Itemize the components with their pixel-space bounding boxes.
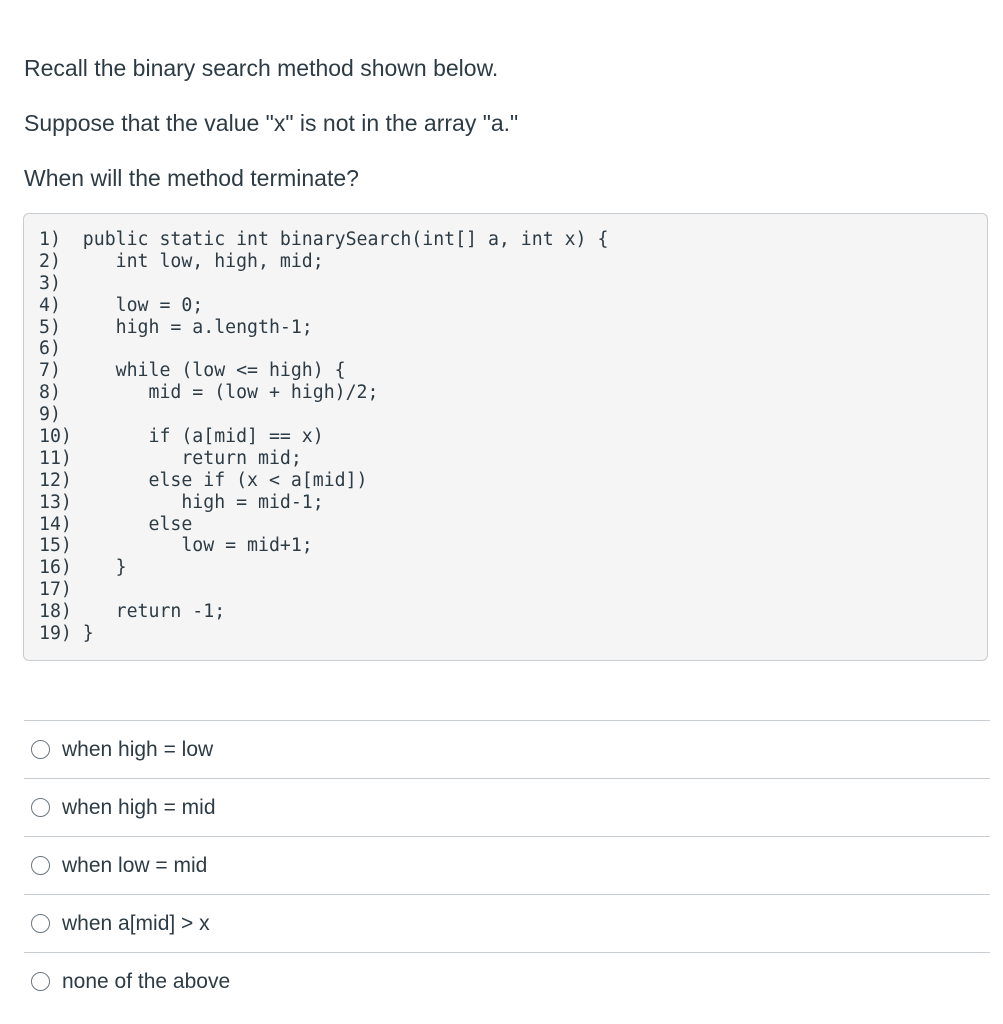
answer-label: when high = low <box>62 737 214 761</box>
code-block: 1) public static int binarySearch(int[] … <box>23 213 988 661</box>
question-line: Suppose that the value "x" is not in the… <box>24 110 519 136</box>
code-line: 1) public static int binarySearch(int[] … <box>39 229 609 250</box>
answer-label: when high = mid <box>62 795 216 819</box>
question-line: When will the method terminate? <box>24 165 359 191</box>
code-line: 5) high = a.length-1; <box>39 316 313 338</box>
radio-button[interactable] <box>31 798 50 817</box>
answer-option[interactable]: when high = mid <box>24 778 990 836</box>
code-line: 2) int low, high, mid; <box>39 250 324 272</box>
code-line: 18) return -1; <box>39 601 226 623</box>
radio-button[interactable] <box>31 740 50 759</box>
code-line: 10) if (a[mid] == x) <box>39 426 324 448</box>
code-line: 15) low = mid+1; <box>39 535 313 557</box>
code-line: 16) } <box>39 557 127 579</box>
code-lines: 1) public static int binarySearch(int[] … <box>39 229 608 645</box>
answer-option[interactable]: when high = low <box>24 720 990 778</box>
code-line: 9) <box>39 404 61 426</box>
code-line: 14) else <box>39 513 193 535</box>
code-line: 11) return mid; <box>39 447 302 469</box>
code-line: 3) <box>39 272 61 294</box>
answer-list: when high = low when high = mid when low… <box>24 720 990 1010</box>
code-line: 4) low = 0; <box>39 294 204 316</box>
question-line: Recall the binary search method shown be… <box>24 55 499 81</box>
code-line: 12) else if (x < a[mid]) <box>39 469 368 491</box>
code-line: 19) } <box>39 623 94 645</box>
answer-option[interactable]: when low = mid <box>24 836 990 894</box>
answer-option[interactable]: when a[mid] > x <box>24 894 990 952</box>
code-line: 7) while (low <= high) { <box>39 360 346 382</box>
code-line: 8) mid = (low + high)/2; <box>39 382 379 404</box>
radio-button[interactable] <box>31 972 50 991</box>
radio-button[interactable] <box>31 914 50 933</box>
radio-button[interactable] <box>31 856 50 875</box>
answer-label: when low = mid <box>62 853 208 877</box>
answer-label: when a[mid] > x <box>62 911 210 935</box>
answer-label: none of the above <box>62 969 231 993</box>
code-line: 13) high = mid-1; <box>39 491 324 513</box>
answer-option[interactable]: none of the above <box>24 952 990 1010</box>
code-line: 6) <box>39 338 61 360</box>
code-line: 17) <box>39 579 72 601</box>
